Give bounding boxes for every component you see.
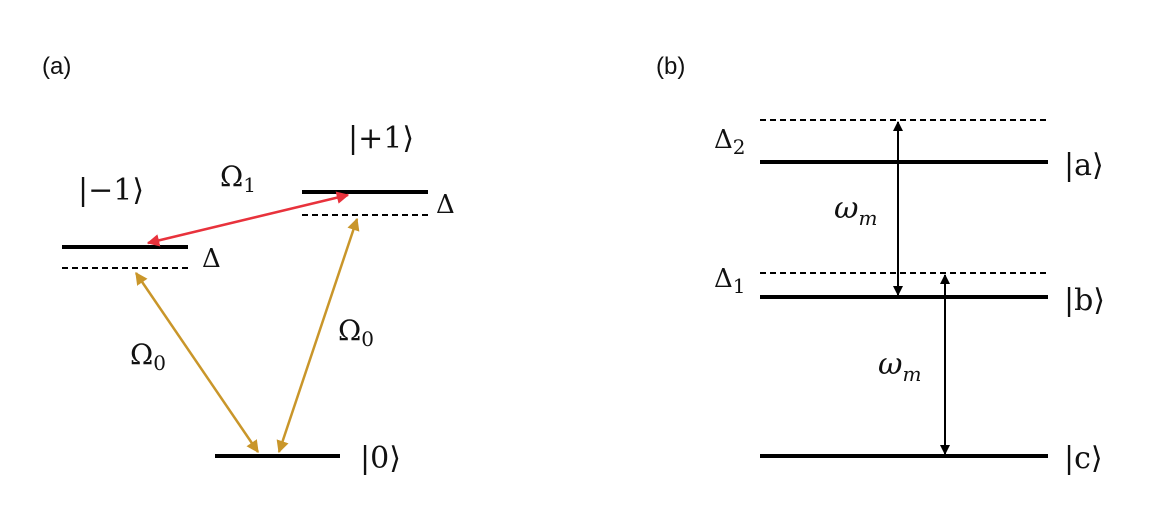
omega0-left-arrow xyxy=(134,271,260,454)
omega-m-lower-label: ωm xyxy=(878,347,921,386)
detuning-left-label: Δ xyxy=(202,244,221,274)
panel-a: (a) |−1⟩ |+1⟩ |0⟩ Ω1 Ω0 Ω0 Δ Δ xyxy=(42,53,455,476)
panel-b-label: (b) xyxy=(656,53,685,80)
omega-m-upper-label: ωm xyxy=(834,191,877,230)
detuning-right-label: Δ xyxy=(436,190,455,220)
state-zero-label: |0⟩ xyxy=(360,441,401,476)
state-b-label: |b⟩ xyxy=(1064,283,1105,318)
omega1-label: Ω1 xyxy=(220,160,256,197)
panel-a-label: (a) xyxy=(42,53,71,80)
state-c-label: |c⟩ xyxy=(1064,441,1103,476)
state-minus1-label: |−1⟩ xyxy=(78,173,144,208)
state-plus1-label: |+1⟩ xyxy=(348,121,414,156)
delta1-label: Δ1 xyxy=(714,264,746,298)
state-a-label: |a⟩ xyxy=(1064,148,1104,183)
omega0-right-label: Ω0 xyxy=(338,314,374,351)
omega0-left-label: Ω0 xyxy=(130,338,166,375)
panel-b: (b) |a⟩ |b⟩ |c⟩ Δ2 Δ1 ωm ωm xyxy=(656,53,1105,476)
omega1-arrow xyxy=(146,191,350,247)
omega0-right-arrow xyxy=(276,217,360,454)
delta2-label: Δ2 xyxy=(714,125,746,159)
